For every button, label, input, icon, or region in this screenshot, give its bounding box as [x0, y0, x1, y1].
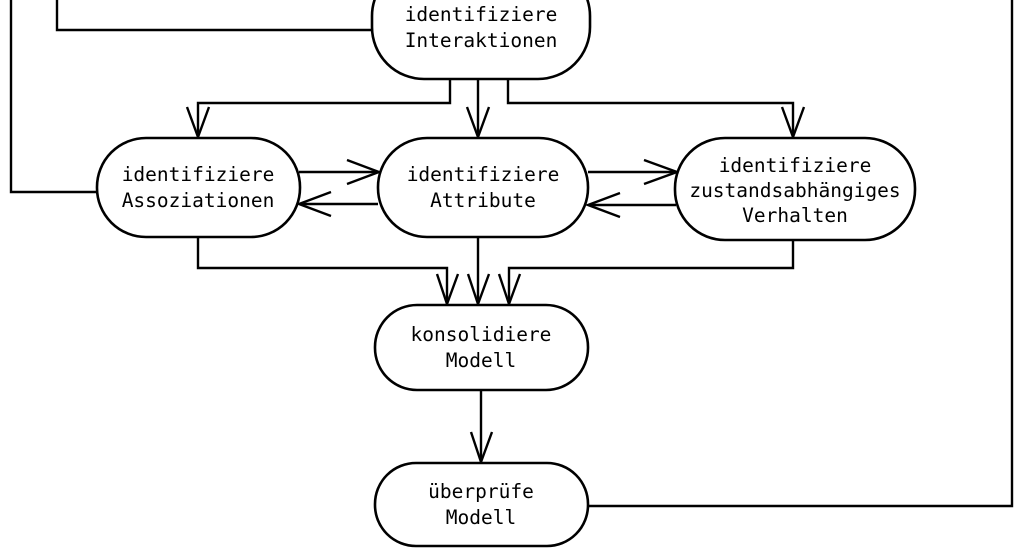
node-label-konsolidiere-line1: konsolidiere [411, 323, 552, 346]
node-identifiziere-attribute[interactable]: identifiziere Attribute [376, 136, 590, 239]
node-label-attribute-line1: identifiziere [407, 163, 560, 186]
edge-assoziationen-to-konsolidiere [196, 237, 449, 303]
node-shape-assoziationen [95, 136, 302, 239]
arrowhead-verhalten-to-attribute [584, 191, 621, 219]
node-label-attribute-line2: Attribute [430, 189, 536, 212]
node-label-interaktionen-line2: Interaktionen [405, 29, 558, 52]
node-label-verhalten-line1: identifiziere [719, 154, 872, 177]
node-shape-verhalten [673, 136, 917, 242]
node-shape-attribute [376, 136, 590, 239]
node-label-interaktionen-line1: identifiziere [405, 3, 558, 26]
node-konsolidiere-modell[interactable]: konsolidiere Modell [373, 303, 590, 392]
edge-layer [9, 0, 1014, 508]
edge-interaktionen-to-assoziationen [196, 79, 452, 136]
edge-ueberpruefe-feedback-right [588, 0, 1014, 508]
node-layer: identifiziere Interaktionen identifizier… [95, 0, 917, 548]
edge-assoziationen-feedback-left [9, 0, 97, 194]
edge-verhalten-to-konsolidiere [507, 240, 795, 303]
node-ueberpruefe-modell[interactable]: überprüfe Modell [373, 461, 590, 548]
node-label-assoziationen-line2: Assoziationen [122, 189, 275, 212]
node-label-ueberpruefe-line1: überprüfe [428, 480, 534, 503]
node-identifiziere-interaktionen[interactable]: identifiziere Interaktionen [370, 0, 592, 81]
node-label-konsolidiere-line2: Modell [446, 349, 516, 372]
edge-interaktionen-to-verhalten [506, 79, 795, 136]
edge-interaktionen-feedback-left [55, 0, 372, 32]
node-label-assoziationen-line1: identifiziere [122, 163, 275, 186]
node-identifiziere-zustandsabhaengiges-verhalten[interactable]: identifiziere zustandsabhängiges Verhalt… [673, 136, 917, 242]
node-identifiziere-assoziationen[interactable]: identifiziere Assoziationen [95, 136, 302, 239]
node-label-verhalten-line2: zustandsabhängiges [689, 179, 900, 202]
node-label-verhalten-line3: Verhalten [742, 204, 848, 227]
node-label-ueberpruefe-line2: Modell [446, 506, 516, 529]
node-shape-interaktionen [370, 0, 592, 81]
node-shape-ueberpruefe [373, 461, 590, 548]
arrowhead-attribute-to-assoziationen [295, 190, 332, 218]
node-shape-konsolidiere [373, 303, 590, 392]
